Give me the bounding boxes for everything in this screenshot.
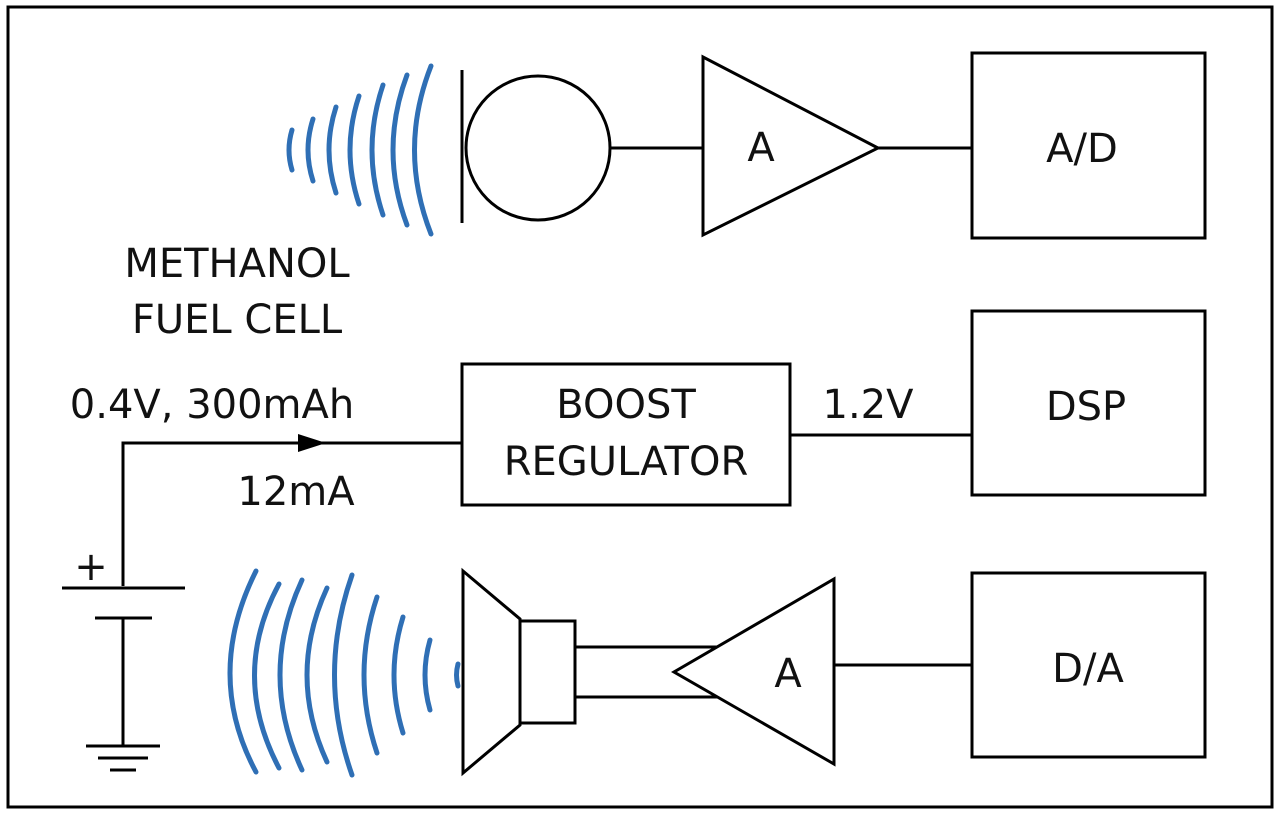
speaker-icon — [461, 567, 577, 777]
fuel-cell-label-line2: FUEL CELL — [132, 297, 343, 343]
output-amplifier: A — [671, 576, 836, 767]
ground-icon — [86, 744, 160, 772]
dsp-block: DSP — [970, 309, 1207, 497]
dsp-label: DSP — [1046, 384, 1126, 430]
speaker-waves — [227, 568, 461, 778]
battery-plus-label: + — [74, 544, 108, 590]
cell-rating-label: 0.4V, 300mAh — [70, 382, 354, 428]
input-amp-label: A — [747, 125, 775, 171]
input-amplifier: A — [701, 54, 882, 238]
battery-icon: + — [62, 544, 185, 746]
boost-label-line2: REGULATOR — [504, 439, 749, 485]
current-label: 12mA — [237, 469, 355, 515]
current-arrow-icon — [298, 434, 326, 452]
adc-label: A/D — [1046, 126, 1118, 172]
output-amp-label: A — [774, 651, 802, 697]
microphone-waves — [286, 63, 434, 237]
output-voltage-label: 1.2V — [823, 382, 915, 428]
dac-label: D/A — [1052, 646, 1124, 692]
adc-block: A/D — [970, 51, 1207, 240]
boost-regulator-block: BOOST REGULATOR — [460, 362, 792, 507]
dac-block: D/A — [970, 571, 1207, 759]
supply-wire — [121, 441, 462, 586]
boost-label-line1: BOOST — [556, 382, 696, 428]
microphone-icon — [460, 70, 612, 223]
outer-frame — [6, 5, 1274, 809]
fuel-cell-label-line1: METHANOL — [124, 241, 350, 287]
